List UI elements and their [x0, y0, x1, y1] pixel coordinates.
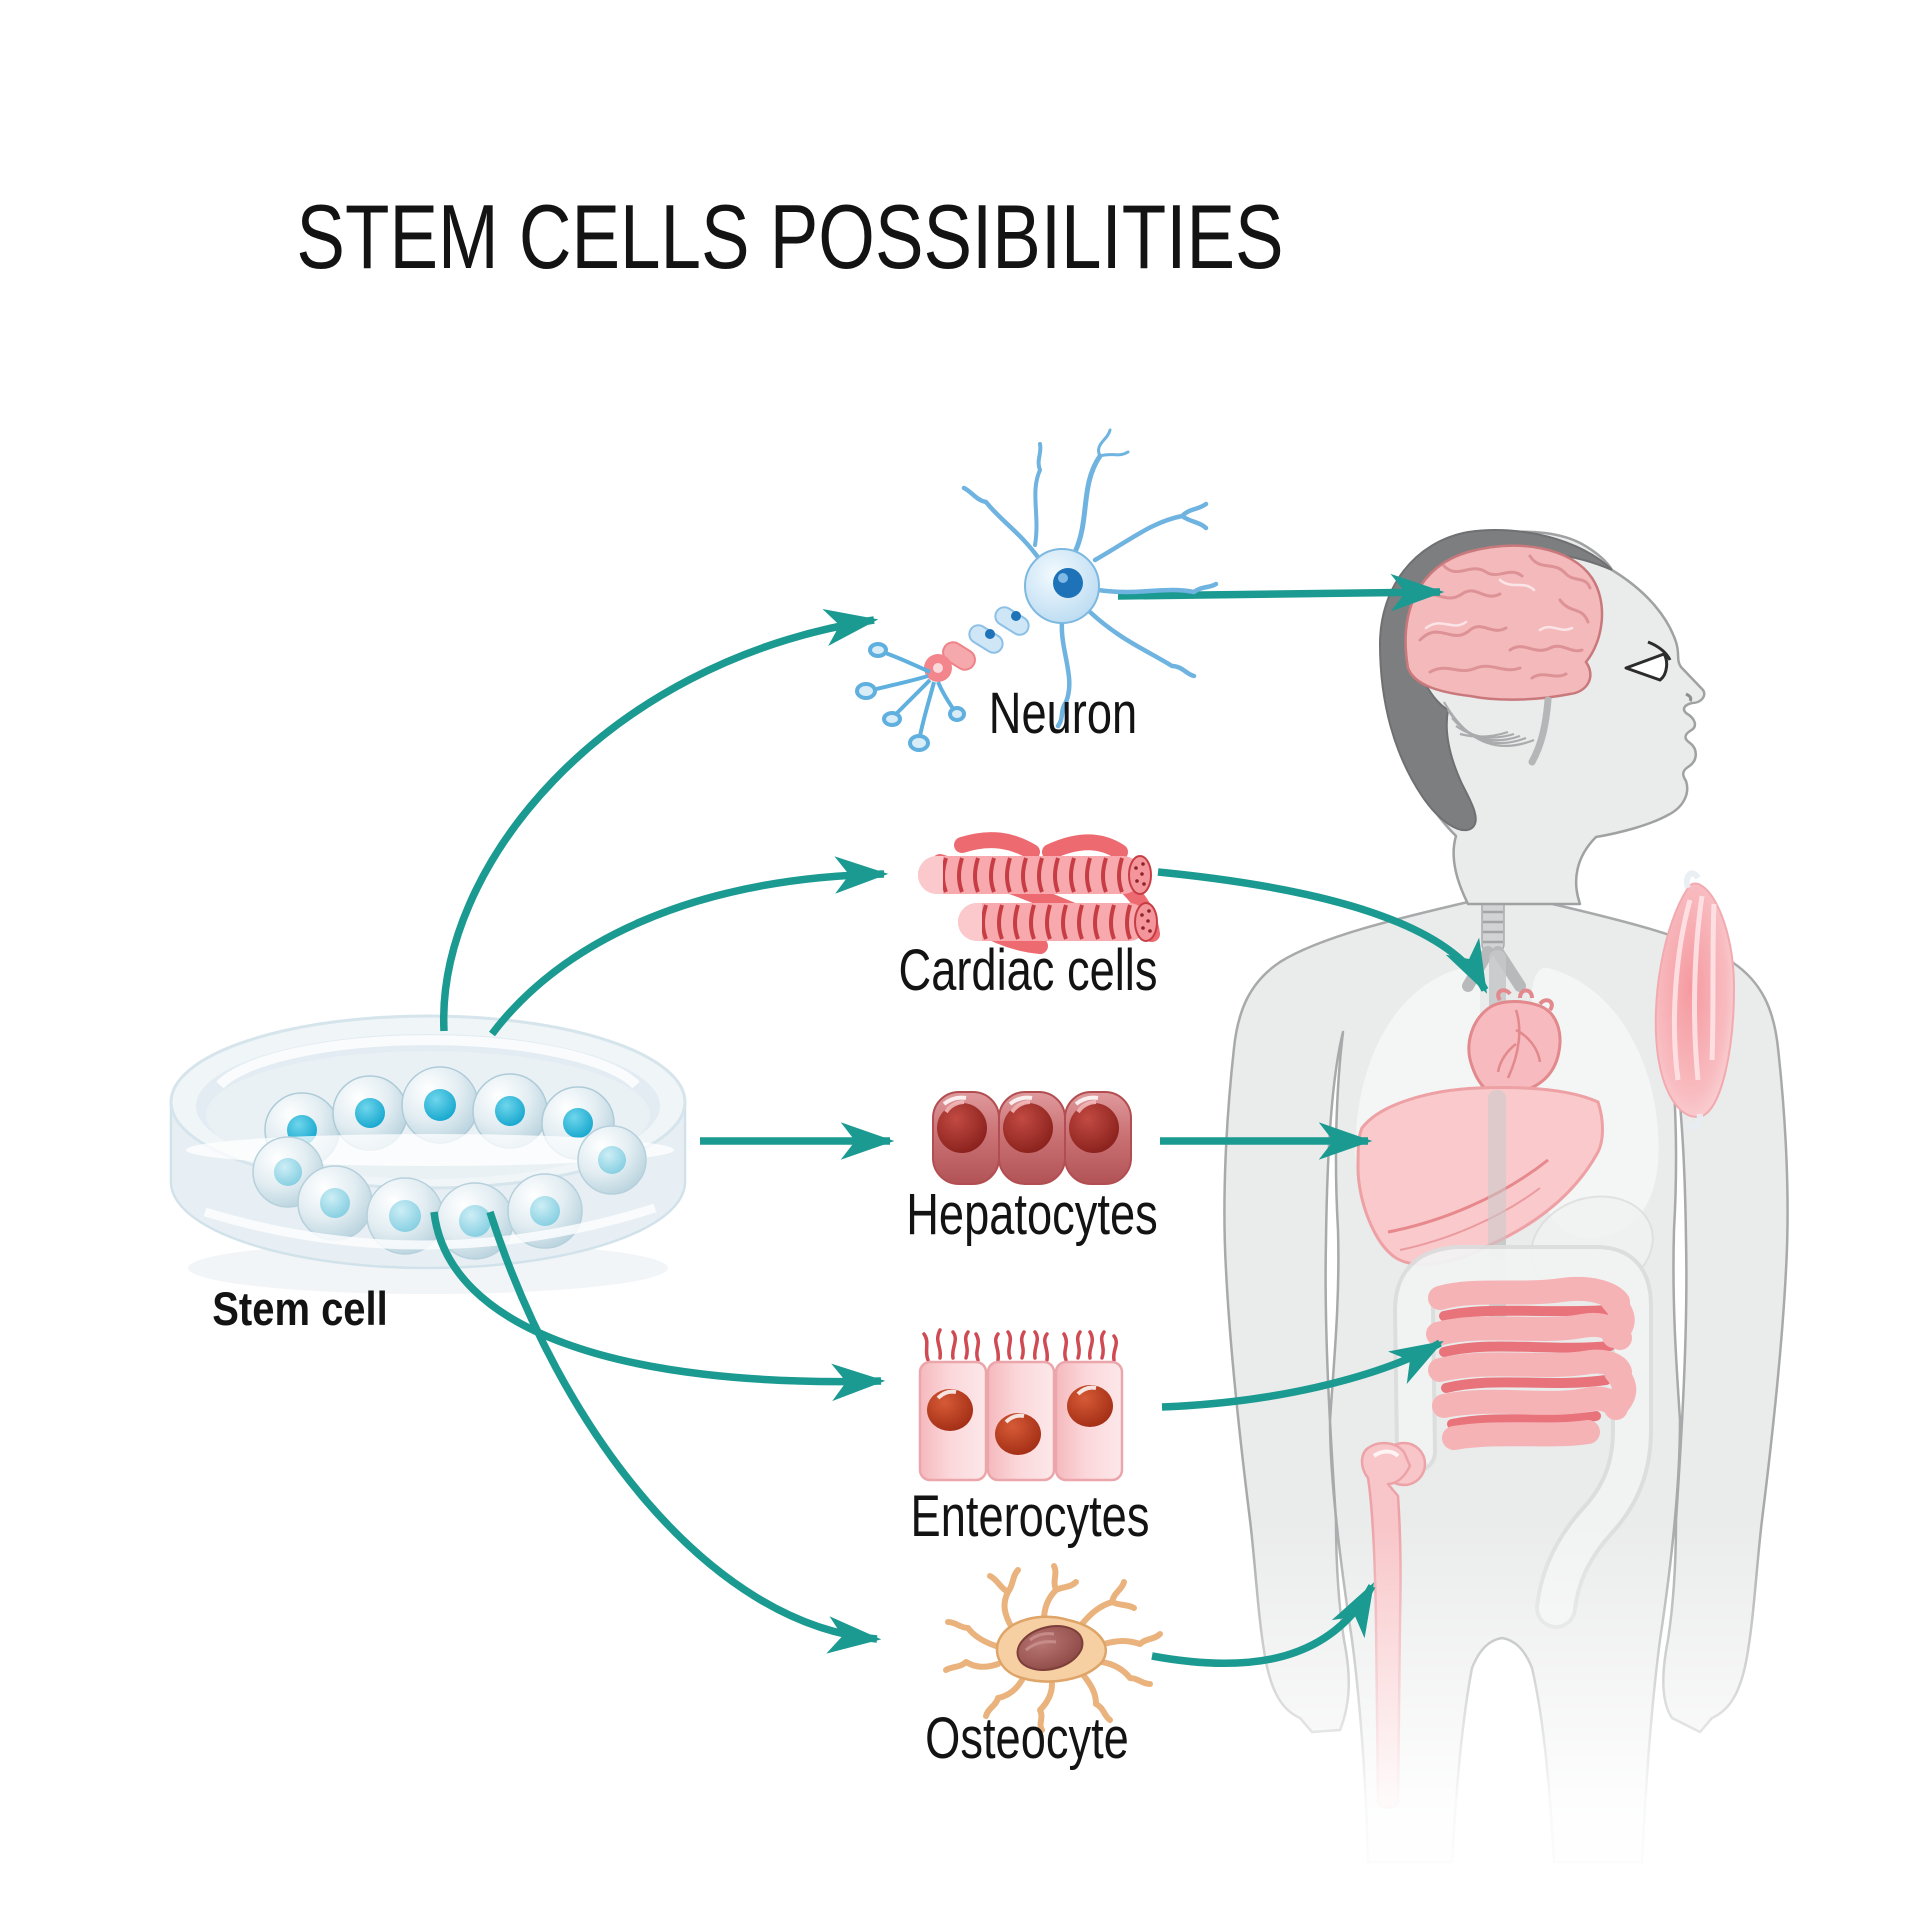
stem-cells-front-row	[252, 1125, 647, 1260]
body-fade	[1180, 1520, 1860, 1920]
brain-illustration	[1404, 544, 1604, 701]
head-illustration	[1378, 528, 1706, 906]
cardiac-fiber-bottom	[958, 902, 1158, 942]
small-intestine-illustration	[1426, 1277, 1637, 1450]
arrow-dish-to-osteocyte	[486, 1210, 882, 1654]
stem-cell-label: Stem cell	[212, 1282, 388, 1335]
label-hepatocytes: Hepatocytes	[906, 1182, 1158, 1247]
petri-dish	[169, 1014, 687, 1294]
axon-terminals	[855, 642, 966, 752]
arrow-enterocytes-to-intestine	[1161, 1339, 1444, 1411]
arrow-osteocyte-to-bone	[1151, 1582, 1376, 1668]
cerebellum-illustration	[1443, 701, 1535, 747]
cardiac-cells-illustration	[918, 832, 1160, 954]
eye	[1624, 640, 1672, 682]
arrow-dish-to-neuron	[440, 608, 879, 1032]
enterocytes-illustration	[918, 1328, 1124, 1482]
nostril	[1685, 692, 1693, 702]
heart-illustration	[1467, 988, 1562, 1097]
neuron-illustration	[855, 428, 1219, 752]
liver-illustration	[1356, 1086, 1604, 1267]
arrow-dish-to-cardiac	[489, 856, 889, 1037]
label-neuron: Neuron	[988, 681, 1138, 746]
page-title: STEM CELLS POSSIBILITIES	[296, 187, 1284, 288]
cardiac-fiber-top	[918, 855, 1152, 895]
human-body-silhouette	[1180, 528, 1860, 1920]
arrow-cardiac-to-heart	[1157, 868, 1489, 994]
label-enterocytes: Enterocytes	[910, 1484, 1150, 1549]
biceps-muscle-illustration	[1654, 870, 1736, 1130]
hepatocytes-illustration	[932, 1091, 1132, 1185]
axon	[924, 606, 1030, 682]
arrow-dish-to-enterocytes	[430, 1211, 886, 1402]
arrows	[430, 573, 1489, 1668]
label-osteocyte: Osteocyte	[925, 1706, 1129, 1771]
arrow-neuron-to-brain	[1117, 573, 1445, 612]
osteocyte-illustration	[943, 1563, 1163, 1733]
brainstem	[1528, 696, 1552, 766]
stem-cells-back-row	[264, 1066, 615, 1168]
label-cardiac-cells: Cardiac cells	[898, 938, 1158, 1003]
